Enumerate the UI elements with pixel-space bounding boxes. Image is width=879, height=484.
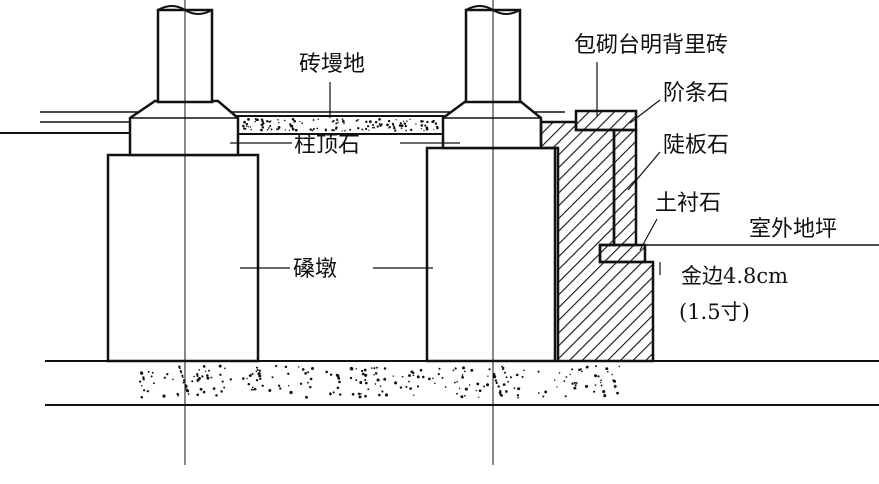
label-step-stone: 阶条石 [663, 81, 729, 106]
right-column-assembly [425, 0, 557, 465]
left-column-base-stone [128, 99, 240, 157]
left-plinth-pier [106, 153, 260, 363]
right-plinth-pier [425, 146, 557, 363]
label-column-base-stone: 柱顶石 [294, 133, 360, 158]
label-gold-edge-unit: (1.5寸) [679, 300, 750, 324]
foundation-band [45, 360, 879, 406]
step-stone [574, 109, 638, 132]
label-side-board-stone: 陡板石 [663, 133, 729, 158]
earth-lining-stone [598, 243, 647, 264]
label-earth-lining-stone: 土衬石 [655, 191, 721, 216]
side-board-stone [612, 128, 638, 247]
label-brick-floor: 砖墁地 [299, 52, 365, 77]
label-backing-brick: 包砌台明背里砖 [574, 33, 728, 58]
label-outdoor-ground: 室外地坪 [749, 217, 837, 242]
leader-lines [230, 62, 661, 275]
left-column-assembly [106, 0, 260, 465]
label-plinth-pier: 磉墩 [293, 257, 337, 282]
right-column-base-stone [441, 99, 543, 150]
labels: 砖墁地 柱顶石 磉墩 包砌台明背里砖 阶条石 陡板石 土衬石 室外地坪 金边4.… [293, 33, 837, 324]
label-gold-edge: 金边4.8cm [681, 264, 788, 288]
brick-floor-layer [237, 115, 444, 135]
platform-edge [539, 109, 879, 363]
